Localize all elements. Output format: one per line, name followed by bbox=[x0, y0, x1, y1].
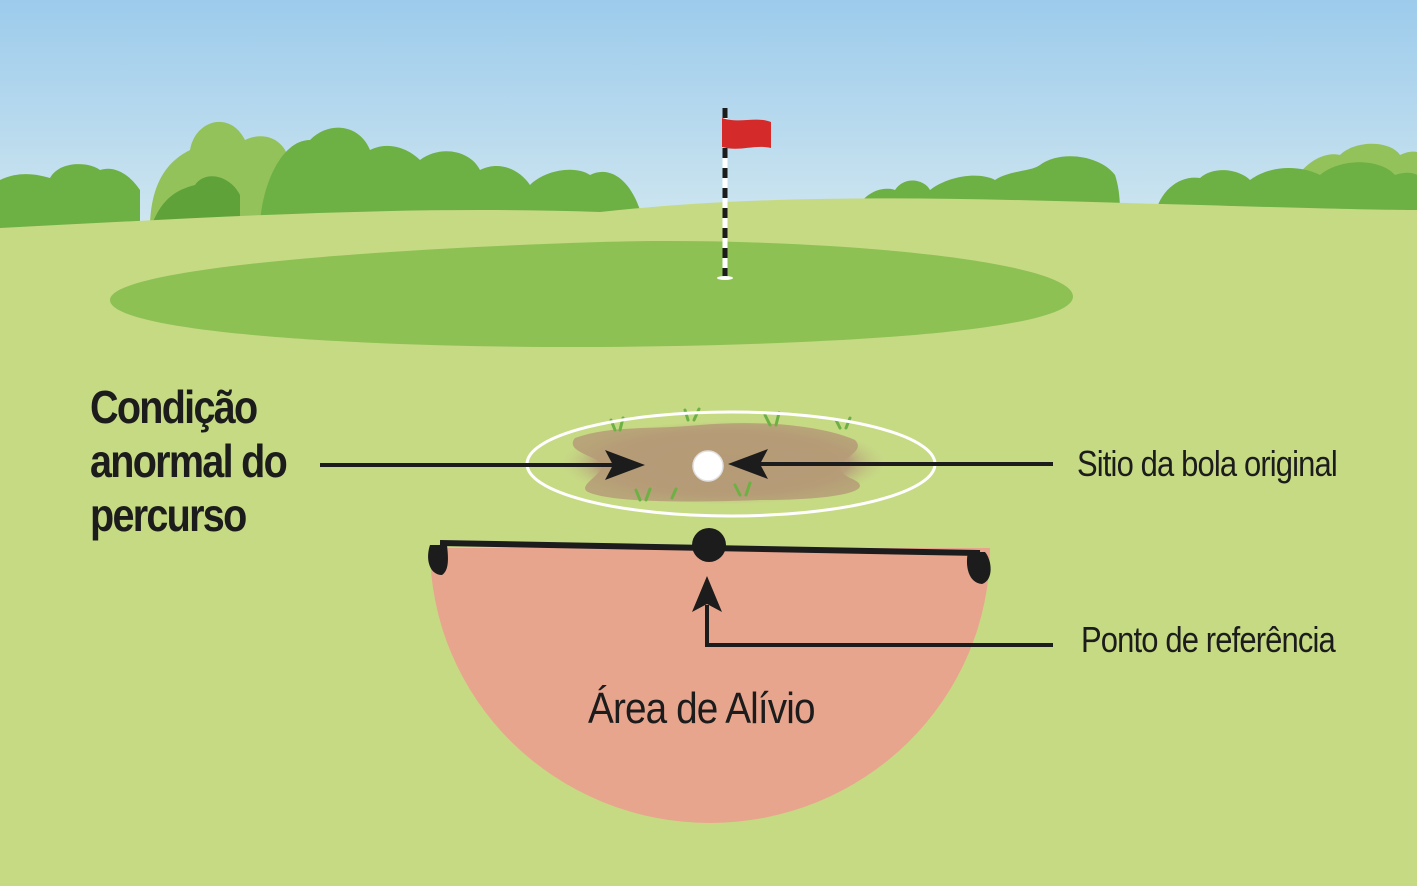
golf-ball-icon bbox=[692, 450, 724, 482]
arrow-condition bbox=[320, 450, 645, 480]
condition-label: Condição anormal do percurso bbox=[90, 380, 288, 542]
relief-area-label: Área de Alívio bbox=[588, 684, 815, 733]
flag-icon bbox=[717, 108, 771, 280]
condition-label-line-1: Condição bbox=[90, 381, 258, 433]
ball-spot-label: Sitio da bola original bbox=[1077, 443, 1338, 484]
tee-peg-icon bbox=[428, 545, 991, 584]
tree-line-left bbox=[0, 121, 640, 230]
relief-area bbox=[430, 548, 990, 823]
condition-label-line-2: anormal do bbox=[90, 435, 288, 487]
reference-point-label: Ponto de referência bbox=[1081, 619, 1336, 660]
condition-label-line-3: percurso bbox=[90, 489, 247, 541]
arrow-ball bbox=[728, 449, 1053, 479]
reference-point-icon bbox=[692, 528, 726, 562]
arrow-reference bbox=[692, 576, 1053, 647]
putting-green bbox=[110, 241, 1074, 348]
